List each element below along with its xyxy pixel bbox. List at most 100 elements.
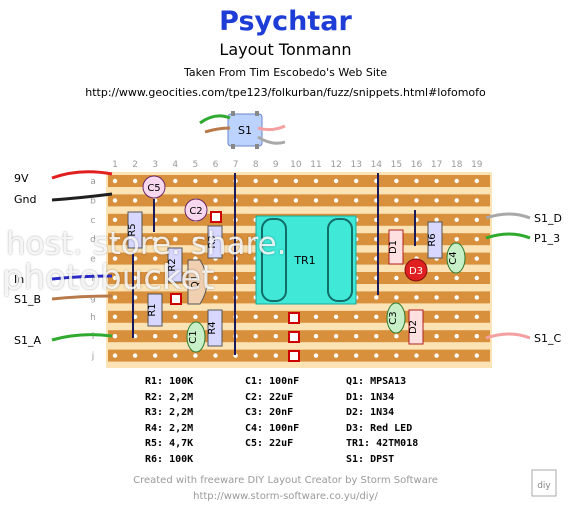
board-hole: [193, 314, 198, 319]
capacitor-c1-label: C1: [188, 330, 199, 343]
strip-cuts: [170, 211, 300, 362]
board-hole: [474, 198, 479, 203]
resistor-r3-label: R3: [207, 235, 218, 248]
board-hole: [173, 198, 178, 203]
row-letter: e: [90, 255, 96, 265]
wire-label-s1-a: S1_A: [14, 334, 42, 347]
bom-resistor-item: R2: 2,2M: [145, 391, 194, 403]
row-letter: f: [91, 274, 95, 284]
led-d3: [404, 258, 428, 282]
wire-label-s1-b: S1_B: [14, 293, 42, 306]
board-hole: [153, 334, 158, 339]
board-hole: [273, 178, 278, 184]
column-number: 4: [172, 160, 178, 170]
board-hole: [313, 314, 319, 319]
board-hole: [434, 295, 439, 300]
bom-capacitor-item: C1: 100nF: [245, 376, 300, 387]
board-hole: [354, 334, 359, 339]
source-url[interactable]: http://www.geocities.com/tpe123/folkurba…: [85, 86, 486, 99]
board-hole: [454, 334, 459, 339]
board-hole: [153, 237, 158, 242]
bom-semiconductor-item: TR1: 42TM018: [346, 438, 419, 449]
board-hole: [333, 178, 339, 184]
transformer-tr1: TR1: [255, 215, 357, 305]
column-number: 17: [431, 160, 442, 170]
transformer-body: [255, 215, 357, 305]
switch-label: S1: [238, 124, 252, 137]
column-number: 11: [310, 160, 321, 170]
board-hole: [414, 295, 419, 300]
diode-d1-label: D1: [388, 240, 399, 254]
footer-credit: Created with freeware DIY Layout Creator…: [133, 475, 438, 486]
board-hole: [132, 178, 138, 184]
bom-capacitor-item: C3: 20nF: [245, 407, 294, 418]
board-hole: [213, 198, 218, 203]
board-hole: [454, 198, 459, 203]
board-hole: [112, 334, 118, 339]
board-hole: [474, 334, 479, 339]
capacitor-c2: [184, 198, 208, 222]
bom-resistor-item: R6: 100K: [145, 453, 194, 465]
resistors: R5 R3 R2 R1 R4 R6: [127, 211, 443, 347]
bom-resistor-item: R1: 100K: [145, 376, 194, 387]
board-hole: [112, 237, 118, 242]
wire-p1-3: [485, 232, 531, 240]
board-hole: [414, 178, 419, 184]
wire-9v: [51, 170, 113, 180]
column-number: 9: [273, 160, 279, 170]
board-hole: [112, 353, 118, 358]
board-hole: [173, 217, 178, 222]
board-hole: [394, 334, 399, 339]
capacitor-c2-label: C2: [189, 206, 202, 217]
led-d3-label: D3: [409, 266, 423, 277]
resistor-r6-label: R6: [427, 233, 438, 246]
board-hole: [333, 353, 339, 358]
board-hole: [153, 256, 158, 261]
board-hole: [112, 178, 118, 184]
diy-logo-icon: diy: [531, 469, 557, 497]
watermark-logo: photobucket: [2, 258, 215, 298]
transformer-coil-right: [327, 218, 353, 302]
board-hole: [434, 198, 439, 203]
board-hole: [173, 314, 178, 319]
board-hole: [354, 198, 359, 203]
capacitor-c5: [142, 175, 166, 199]
row-letter: d: [90, 235, 96, 245]
resistor-r1: [147, 293, 163, 327]
board-hole: [333, 314, 339, 319]
wire-s1-a: [51, 333, 113, 342]
board-hole: [173, 334, 178, 339]
board-hole: [474, 217, 479, 222]
watermark-tagline: host. store. share.: [6, 226, 287, 262]
wire-label-gnd: Gnd: [14, 193, 37, 206]
column-number: 19: [471, 160, 483, 170]
switch-wire-brown: [204, 126, 231, 134]
board-hole: [112, 314, 118, 319]
resistor-r1-label: R1: [147, 303, 158, 316]
footer-credit-url[interactable]: http://www.storm-software.co.yu/diy/: [193, 491, 378, 502]
wire-s1-c: [485, 332, 531, 340]
wire-s1-d: [485, 212, 531, 220]
board-hole: [153, 275, 158, 281]
board-hole: [394, 275, 399, 281]
row-letter: g: [90, 293, 96, 303]
board-hole: [394, 295, 399, 300]
board-hole: [474, 314, 479, 319]
column-number: 15: [391, 160, 402, 170]
transistor-q1: Q1: [187, 259, 208, 305]
board-hole: [454, 295, 459, 300]
capacitors: C5 C2 C1 C4 C3: [142, 175, 466, 353]
transistor-label: Q1: [190, 275, 201, 289]
board-hole: [193, 237, 198, 242]
bom-semiconductor-item: D2: 1N34: [346, 407, 395, 418]
bom-semiconductor-item: D3: Red LED: [346, 422, 413, 434]
board-hole: [474, 275, 479, 281]
switch-wire-green: [199, 114, 231, 125]
diode-d1: [388, 229, 404, 265]
row-letter: i: [92, 332, 95, 342]
page-title: Psychtar: [219, 6, 352, 37]
capacitor-c3-label: C3: [388, 311, 399, 324]
